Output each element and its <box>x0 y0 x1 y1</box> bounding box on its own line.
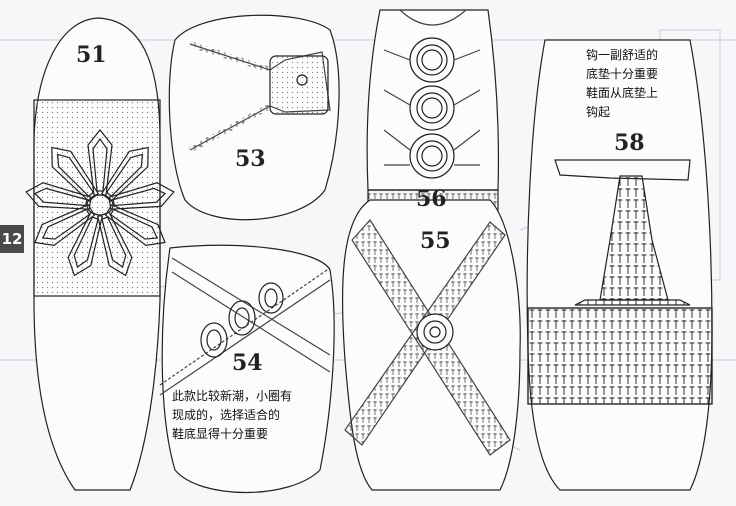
design-number-56: 56 <box>416 186 447 212</box>
note-54: 此款比较新潮，小圈有 现成的，选择适合的 鞋底显得十分重要 <box>172 387 292 444</box>
sole-58 <box>526 39 713 491</box>
flower-motif <box>23 129 177 281</box>
note-58-line-4: 钩起 <box>586 105 611 119</box>
note-54-line-3: 鞋底显得十分重要 <box>172 427 269 441</box>
note-54-line-2: 现成的，选择适合的 <box>172 408 281 422</box>
note-58-line-3: 鞋面从底垫上 <box>586 86 659 100</box>
sole-51 <box>23 17 177 491</box>
sole-54 <box>159 244 335 494</box>
note-58-line-2: 底垫十分重要 <box>586 67 659 81</box>
note-58: 钩一副舒适的 底垫十分重要 鞋面从底垫上 钩起 <box>586 46 658 122</box>
design-number-51: 51 <box>76 42 107 68</box>
note-54-line-1: 此款比较新潮，小圈有 <box>172 389 293 403</box>
page-number-tab: 12 <box>0 225 24 253</box>
center-medallion <box>416 313 454 351</box>
sole-53 <box>168 14 340 221</box>
design-number-55: 55 <box>420 228 451 254</box>
sole-55 <box>341 199 521 491</box>
note-58-line-1: 钩一副舒适的 <box>586 48 659 62</box>
design-number-58: 58 <box>614 130 645 156</box>
ring-decorations <box>200 282 284 358</box>
design-number-54: 54 <box>232 350 263 376</box>
design-number-53: 53 <box>235 146 266 172</box>
upper-56 <box>366 9 500 211</box>
